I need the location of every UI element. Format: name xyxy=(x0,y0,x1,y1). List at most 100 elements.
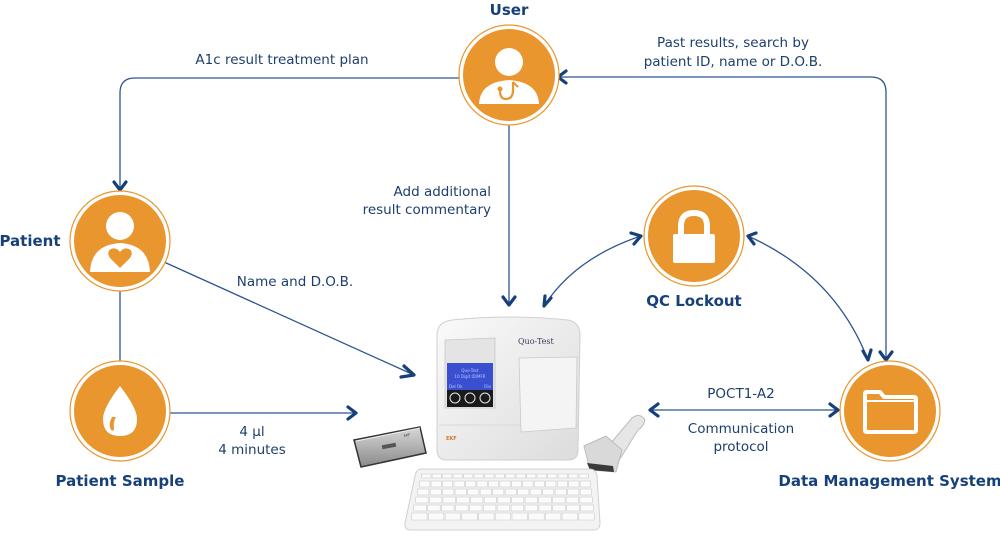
label-sample-time: 4 minutes xyxy=(218,442,286,458)
keyboard-key[interactable] xyxy=(417,488,430,496)
keyboard-key[interactable] xyxy=(526,473,537,479)
keyboard-key[interactable] xyxy=(452,473,463,479)
keyboard-key[interactable] xyxy=(494,512,511,521)
device-button-3[interactable] xyxy=(479,392,491,404)
keyboard-key[interactable] xyxy=(578,473,589,479)
printer-logo: EKF xyxy=(403,433,410,438)
keyboard-key[interactable] xyxy=(579,480,591,488)
keyboard-key[interactable] xyxy=(421,473,432,479)
keyboard-key[interactable] xyxy=(479,488,492,496)
keyboard-key[interactable] xyxy=(442,488,455,496)
keyboard-key[interactable] xyxy=(561,512,578,521)
keyboard-key[interactable] xyxy=(579,496,593,504)
node-patient-sample: Patient Sample xyxy=(56,360,185,490)
keyboard-key[interactable] xyxy=(431,473,442,479)
keyboard-key[interactable] xyxy=(511,480,522,488)
arrow-down-icon xyxy=(112,180,128,192)
keyboard-key[interactable] xyxy=(456,496,470,504)
node-patient-title: Patient xyxy=(0,232,61,250)
keyboard-key[interactable] xyxy=(499,480,511,488)
keyboard-key[interactable] xyxy=(415,496,429,504)
keyboard-key[interactable] xyxy=(411,512,428,521)
keyboard-key[interactable] xyxy=(505,473,516,479)
keyboard-key[interactable] xyxy=(567,488,580,496)
keyboard-key[interactable] xyxy=(534,480,545,488)
keyboard-key[interactable] xyxy=(580,504,594,512)
keyboard-key[interactable] xyxy=(565,496,579,504)
keyboard-key[interactable] xyxy=(470,496,484,504)
keyboard-key[interactable] xyxy=(497,496,511,504)
keyboard-key[interactable] xyxy=(444,512,461,521)
keyboard-key[interactable] xyxy=(545,512,562,521)
keyboard-key[interactable] xyxy=(428,512,445,521)
keyboard-key[interactable] xyxy=(556,480,568,488)
barcode-scanner xyxy=(583,414,646,473)
keyboard-key[interactable] xyxy=(568,480,580,488)
keyboard-key[interactable] xyxy=(524,496,538,504)
keyboard-key[interactable] xyxy=(496,504,511,512)
node-qc-lockout-title: QC Lockout xyxy=(646,292,741,310)
keyboard-key[interactable] xyxy=(429,496,443,504)
keyboard-key[interactable] xyxy=(465,480,477,488)
keyboard-key[interactable] xyxy=(566,504,580,512)
keyboard-key[interactable] xyxy=(538,504,552,512)
keyboard-key[interactable] xyxy=(441,504,455,512)
keyboard-key[interactable] xyxy=(413,504,427,512)
keyboard[interactable] xyxy=(404,468,601,531)
keyboard-key[interactable] xyxy=(522,480,534,488)
keyboard-key[interactable] xyxy=(453,480,465,488)
keyboard-key[interactable] xyxy=(579,488,592,496)
keyboard-key[interactable] xyxy=(483,496,497,504)
keyboard-key[interactable] xyxy=(476,480,488,488)
keyboard-key[interactable] xyxy=(469,504,483,512)
keyboard-key[interactable] xyxy=(419,480,431,488)
keyboard-key[interactable] xyxy=(473,473,484,479)
keyboard-key[interactable] xyxy=(482,504,497,512)
keyboard-key[interactable] xyxy=(524,504,538,512)
keyboard-key[interactable] xyxy=(467,488,480,496)
keyboard-key[interactable] xyxy=(494,473,505,479)
keyboard-key[interactable] xyxy=(557,473,568,479)
keyboard-key[interactable] xyxy=(455,504,469,512)
keyboard-key[interactable] xyxy=(552,504,566,512)
keyboard-key[interactable] xyxy=(545,480,557,488)
keyboard-key[interactable] xyxy=(442,496,456,504)
node-patient-sample-title: Patient Sample xyxy=(56,472,185,490)
keyboard-key[interactable] xyxy=(510,504,525,512)
keyboard-key[interactable] xyxy=(547,473,558,479)
keyboard-key[interactable] xyxy=(554,488,567,496)
label-past-results-line1: Past results, search by xyxy=(657,35,809,51)
keyboard-key[interactable] xyxy=(578,512,595,521)
keyboard-key[interactable] xyxy=(429,488,442,496)
arrow-right-icon xyxy=(828,402,840,418)
keyboard-key[interactable] xyxy=(463,473,474,479)
device-button-2[interactable] xyxy=(464,392,476,404)
keyboard-key[interactable] xyxy=(454,488,467,496)
keyboard-key[interactable] xyxy=(492,488,505,496)
keyboard-key[interactable] xyxy=(484,473,495,479)
keyboard-key[interactable] xyxy=(542,488,555,496)
keyboard-key[interactable] xyxy=(552,496,566,504)
keyboard-key[interactable] xyxy=(504,488,517,496)
keyboard-key[interactable] xyxy=(442,480,454,488)
keyboard-key[interactable] xyxy=(478,512,495,521)
edge-user-to-patient xyxy=(112,77,460,192)
keyboard-key[interactable] xyxy=(515,473,526,479)
keyboard-key[interactable] xyxy=(442,473,453,479)
keyboard-key[interactable] xyxy=(536,473,547,479)
keyboard-key[interactable] xyxy=(427,504,441,512)
keyboard-key[interactable] xyxy=(528,512,545,521)
keyboard-key[interactable] xyxy=(517,488,530,496)
keyboard-key[interactable] xyxy=(529,488,542,496)
padlock-icon xyxy=(673,209,715,263)
printer-module: EKF xyxy=(353,426,427,468)
keyboard-key[interactable] xyxy=(430,480,442,488)
keyboard-key[interactable] xyxy=(511,496,525,504)
keyboard-key[interactable] xyxy=(461,512,478,521)
keyboard-key[interactable] xyxy=(568,473,579,479)
keyboard-key[interactable] xyxy=(538,496,552,504)
keyboard-key[interactable] xyxy=(511,512,528,521)
arrow-right-up-icon xyxy=(629,231,643,246)
device-button-1[interactable] xyxy=(449,392,461,404)
keyboard-key[interactable] xyxy=(488,480,499,488)
